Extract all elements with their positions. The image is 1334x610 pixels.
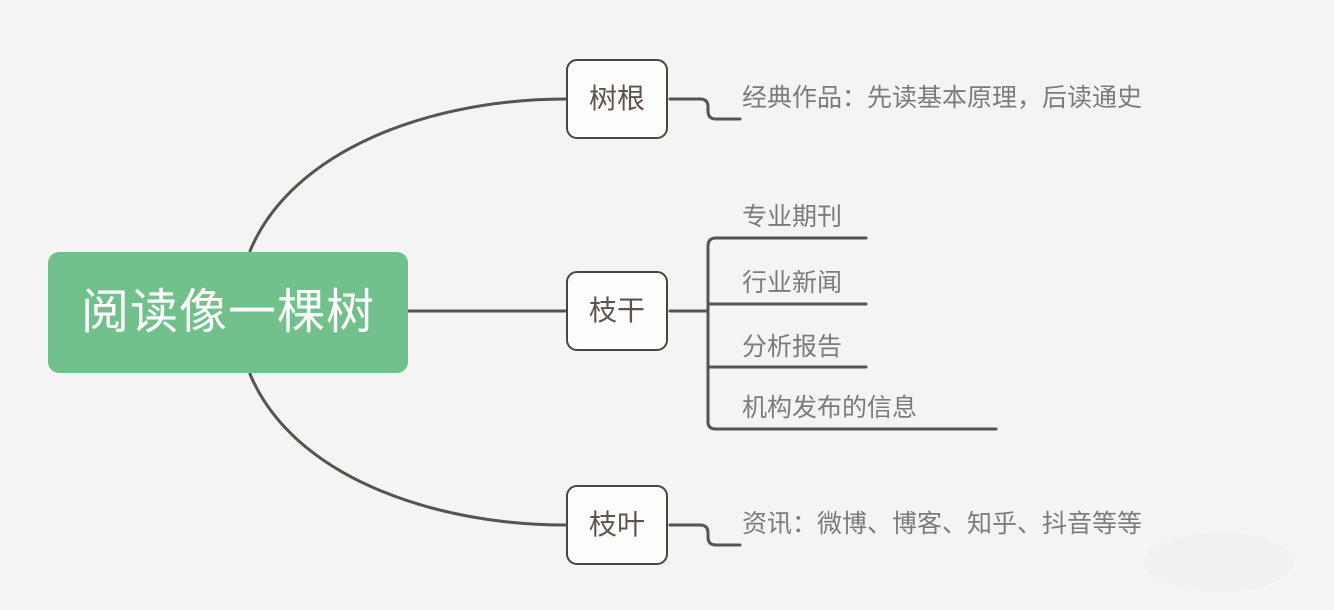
watermark xyxy=(1144,532,1294,592)
branch-node-zhiye[interactable]: 枝叶 xyxy=(566,485,668,565)
underline-branch-2-child-1 xyxy=(706,236,868,248)
leaf-node-zhiye-1[interactable]: 资讯：微博、博客、知乎、抖音等等 xyxy=(742,510,1143,538)
branch-node-label: 枝干 xyxy=(588,295,645,326)
underline-branch-2-child-4 xyxy=(706,420,998,431)
leaf-node-zhigan-3[interactable]: 分析报告 xyxy=(742,333,843,361)
leaf-node-zhigan-2[interactable]: 行业新闻 xyxy=(742,269,843,297)
branch-node-shugen[interactable]: 树根 xyxy=(566,59,668,139)
root-node-label: 阅读像一棵树 xyxy=(80,285,375,339)
root-node[interactable]: 阅读像一棵树 xyxy=(48,252,408,373)
connector-branch-1-stub xyxy=(668,97,742,121)
leaf-node-shugen-1[interactable]: 经典作品：先读基本原理，后读通史 xyxy=(742,84,1143,112)
leaf-node-zhigan-1[interactable]: 专业期刊 xyxy=(742,203,843,231)
branch-node-label: 树根 xyxy=(588,83,645,114)
leaf-node-zhigan-4[interactable]: 机构发布的信息 xyxy=(742,394,918,422)
branch-node-label: 枝叶 xyxy=(588,509,645,540)
connector-root-to-branch-1 xyxy=(248,97,568,253)
connector-root-to-branch-3 xyxy=(248,372,568,527)
connector-branch-3-stub xyxy=(668,523,742,547)
branch-node-zhigan[interactable]: 枝干 xyxy=(566,271,668,351)
